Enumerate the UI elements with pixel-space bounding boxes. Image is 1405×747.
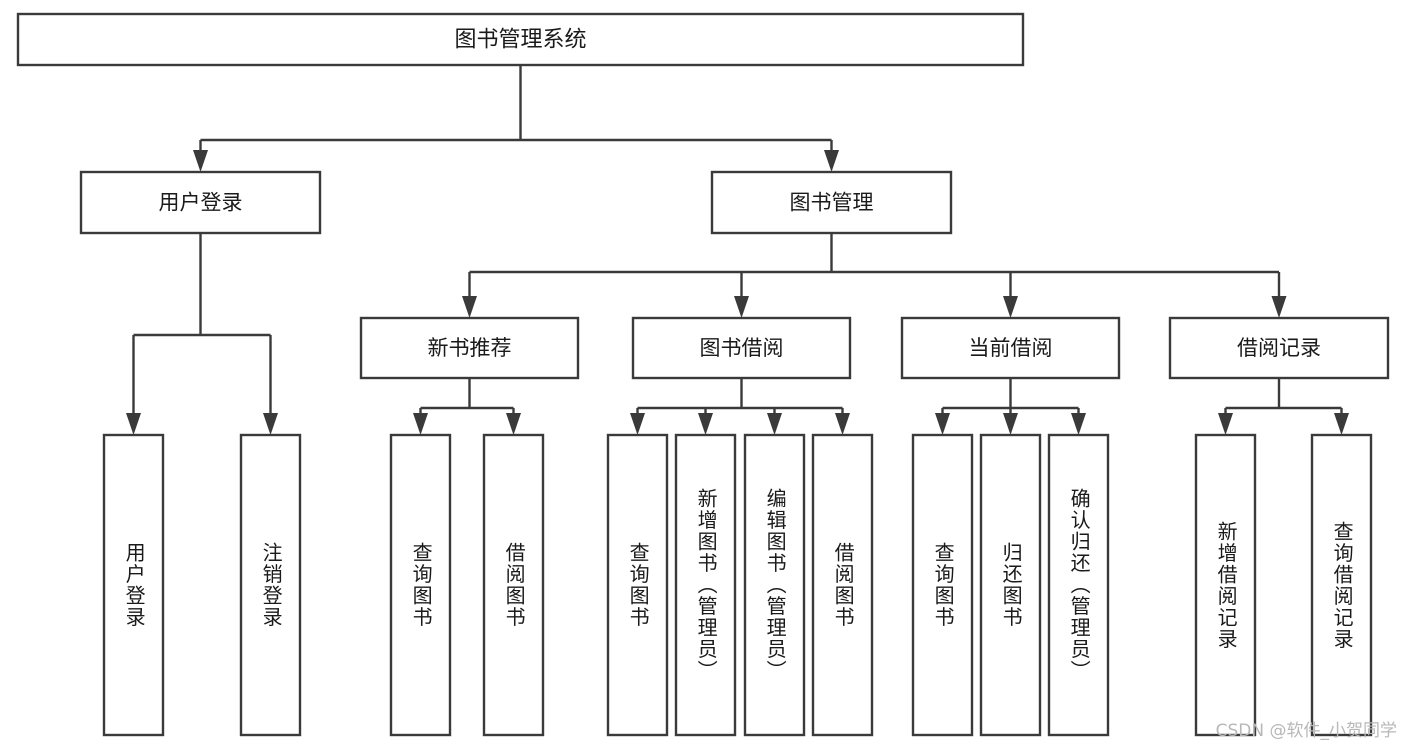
node-level2-3[interactable] <box>900 316 1121 380</box>
arrow-head-icon <box>698 413 713 435</box>
node-leaf-11[interactable] <box>1047 433 1110 737</box>
node-level1-label-1: 用户登录 <box>159 191 243 215</box>
arrow-head-icon <box>1003 413 1018 435</box>
arrow-head-icon <box>1003 296 1018 318</box>
node-level2-label-1: 新书推荐 <box>428 336 512 360</box>
node-leaf-4[interactable] <box>482 433 545 737</box>
node-leaf-9[interactable] <box>911 433 974 737</box>
node-level2-label-2: 图书借阅 <box>700 336 784 360</box>
arrow-head-icon <box>935 413 950 435</box>
arrow-head-icon <box>1334 413 1349 435</box>
node-leaf-2[interactable] <box>239 433 302 737</box>
watermark: CSDN @软件_小贺同学 <box>1215 721 1397 741</box>
arrow-head-icon <box>263 413 278 435</box>
arrow-head-icon <box>1071 413 1086 435</box>
node-leaf-6[interactable] <box>674 433 737 737</box>
arrow-head-icon <box>630 413 645 435</box>
node-root-label: 图书管理系统 <box>454 28 586 53</box>
node-root[interactable] <box>16 12 1025 67</box>
node-level2-4[interactable] <box>1168 316 1390 380</box>
node-level1-1[interactable] <box>79 170 322 235</box>
node-leaf-10[interactable] <box>979 433 1042 737</box>
node-level2-label-4: 借阅记录 <box>1237 336 1321 360</box>
arrow-head-icon <box>462 296 477 318</box>
node-leaf-5[interactable] <box>606 433 669 737</box>
arrow-head-icon <box>506 413 521 435</box>
arrow-head-icon <box>734 296 749 318</box>
node-level2-1[interactable] <box>359 316 580 380</box>
node-level2-2[interactable] <box>631 316 852 380</box>
node-leaf-3[interactable] <box>389 433 452 737</box>
node-level2-label-3: 当前借阅 <box>969 336 1053 360</box>
arrow-head-icon <box>413 413 428 435</box>
node-leaf-7[interactable] <box>743 433 806 737</box>
arrow-head-icon <box>1271 296 1287 318</box>
node-leaf-13[interactable] <box>1310 433 1373 737</box>
connector-layer <box>126 65 1349 435</box>
arrow-head-icon <box>767 413 782 435</box>
node-level1-2[interactable] <box>710 170 953 235</box>
node-level1-label-2: 图书管理 <box>790 191 874 215</box>
node-leaf-1[interactable] <box>102 433 165 737</box>
arrow-head-icon <box>824 150 839 172</box>
arrow-head-icon <box>1218 413 1233 435</box>
arrow-head-icon <box>126 413 141 435</box>
node-leaf-8[interactable] <box>811 433 874 737</box>
arrow-head-icon <box>193 150 208 172</box>
arrow-head-icon <box>835 413 850 435</box>
node-leaf-12[interactable] <box>1194 433 1257 737</box>
box-layer <box>16 12 1390 737</box>
